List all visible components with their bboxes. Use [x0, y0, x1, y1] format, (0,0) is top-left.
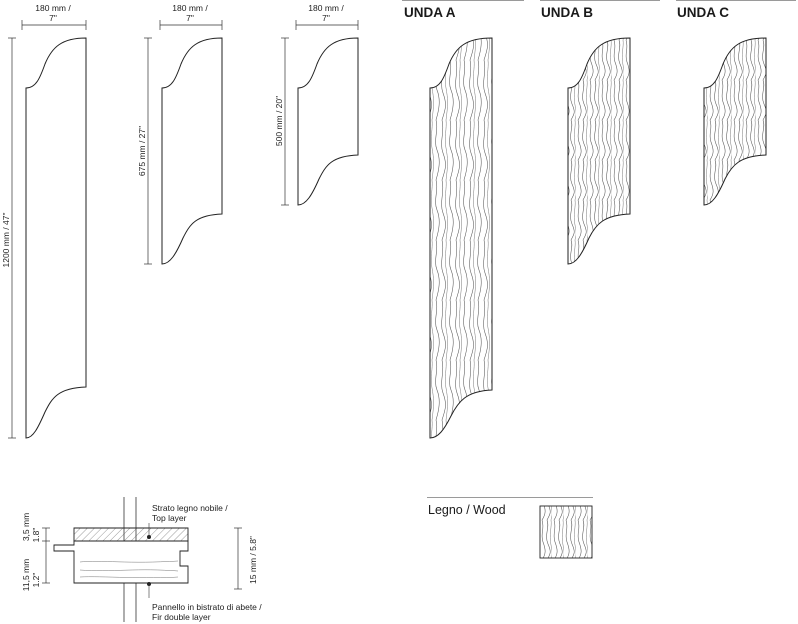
width-label-mm-a: 180 mm / — [35, 3, 71, 13]
model-title-b: UNDA B — [541, 5, 593, 20]
width-label-in-a: 7" — [49, 13, 57, 23]
bottom-layer-caption-en: Fir double layer — [152, 612, 211, 622]
width-label-in-c: 7" — [322, 13, 330, 23]
width-dimension-line-c — [295, 20, 359, 30]
model-title-a: UNDA A — [404, 5, 456, 20]
height-label-b: 675 mm / 27" — [137, 126, 147, 176]
wood-render-a — [429, 37, 493, 439]
wood-render-c — [703, 37, 767, 206]
drawing-unda-b-outline: 180 mm / 7" 675 mm / 27" — [137, 3, 223, 265]
finish-title: Legno / Wood — [428, 503, 506, 517]
top-layer-caption-it: Strato legno nobile / — [152, 503, 228, 513]
drawing-unda-a-outline: 180 mm / 7" 1200 mm / 47" — [1, 3, 87, 439]
top-layer-profile — [73, 527, 189, 542]
height-dimension-line-b — [144, 37, 152, 265]
bottom-thickness-mm: 11,5 mm — [21, 559, 31, 591]
total-thickness-label: 15 mm / 5.8" — [248, 536, 258, 584]
section-right-dimension — [234, 527, 242, 590]
panel-outline-a — [25, 37, 87, 439]
model-headers: UNDA A UNDA B UNDA C — [402, 0, 796, 20]
height-dimension-line-c — [281, 37, 289, 206]
finish-legend: Legno / Wood — [427, 497, 593, 559]
wood-swatch — [539, 505, 593, 559]
model-title-c: UNDA C — [677, 5, 729, 20]
height-label-a: 1200 mm / 47" — [1, 213, 11, 268]
wood-render-b — [567, 37, 631, 265]
base-layer-grain — [79, 560, 179, 578]
top-layer-caption-en: Top layer — [152, 513, 187, 523]
bottom-layer-caption-it: Pannello in bistrato di abete / — [152, 602, 262, 612]
panel-outline-b — [161, 37, 223, 265]
panel-outline-c — [297, 37, 359, 206]
height-dimension-line-a — [8, 37, 16, 439]
section-left-dimension — [42, 527, 50, 584]
width-label-mm-b: 180 mm / — [172, 3, 208, 13]
width-dimension-line-a — [21, 20, 87, 30]
drawing-unda-c-outline: 180 mm / 7" 500 mm / 20" — [274, 3, 359, 206]
bottom-thickness-in: 1.2" — [31, 573, 41, 588]
top-thickness-mm: 3,5 mm — [21, 513, 31, 541]
width-label-in-b: 7" — [186, 13, 194, 23]
top-thickness-in: 1.8" — [31, 528, 41, 543]
width-dimension-line-b — [159, 20, 223, 30]
height-label-c: 500 mm / 20" — [274, 96, 284, 146]
section-detail: 3,5 mm 1.8" 11,5 mm 1.2" 15 mm / 5.8" St… — [21, 497, 262, 622]
width-label-mm-c: 180 mm / — [308, 3, 344, 13]
